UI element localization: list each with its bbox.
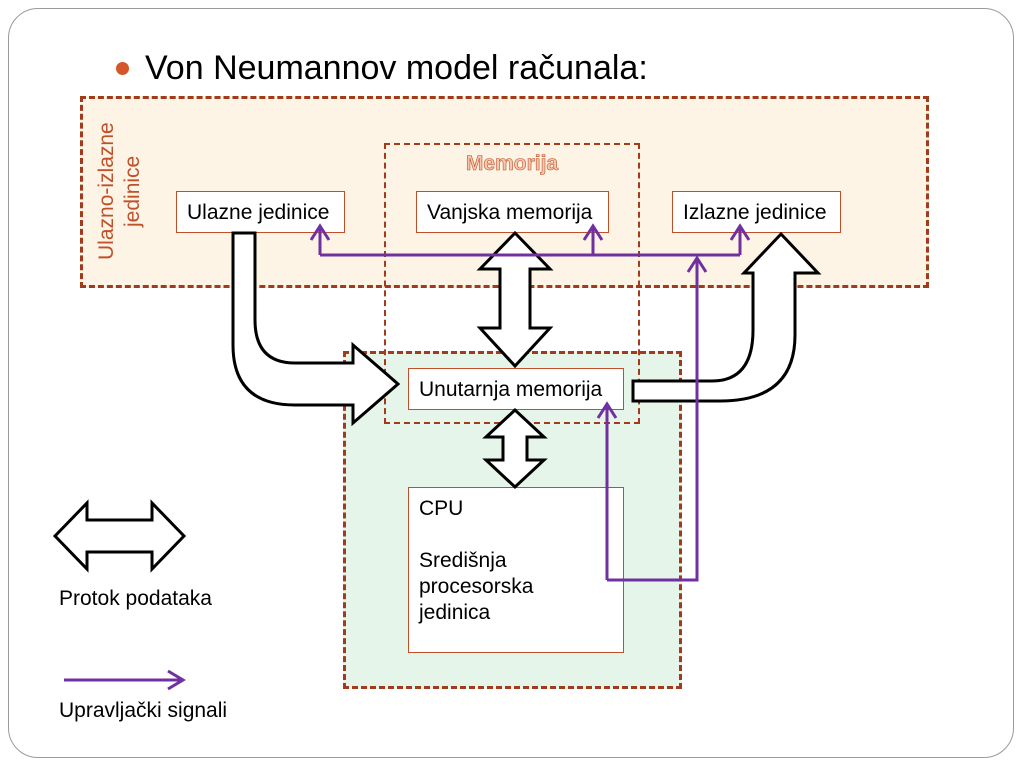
data-flow-arrow-output: [631, 231, 822, 403]
arrowhead-internal: [596, 401, 618, 419]
cpu-title: CPU: [419, 497, 464, 520]
input-units-box: Ulazne jedinice: [176, 191, 345, 233]
cpu-box: CPU Središnja procesorska jedinica: [408, 487, 624, 653]
slide-frame: [8, 8, 1014, 758]
arrowhead-output: [729, 223, 751, 241]
legend-data-flow-label: Protok podataka: [59, 587, 212, 610]
title-text: Von Neumannov model računala:: [145, 49, 648, 87]
data-flow-arrow-memory: [476, 230, 554, 369]
control-signal-lines: [309, 223, 751, 582]
slide-title: Von Neumannov model računala:: [116, 48, 648, 88]
cpu-desc-line-3: jedinica: [419, 601, 491, 624]
data-flow-arrow-input: [231, 231, 401, 427]
arrowhead-bus: [686, 255, 708, 273]
cpu-desc-line-2: procesorska: [419, 575, 534, 598]
data-flow-arrow-cpu: [482, 407, 548, 490]
cpu-desc-line-1: Središnja: [419, 549, 507, 572]
internal-memory-box: Unutarnja memorija: [408, 368, 624, 410]
memory-label: Memorija: [465, 152, 559, 176]
arrowhead-input: [309, 223, 331, 241]
legend-control-signal-label: Upravljački signali: [59, 699, 228, 722]
arrowhead-ext: [582, 223, 604, 241]
external-memory-box: Vanjska memorija: [416, 191, 609, 233]
legend-control-signal-icon: [64, 669, 186, 691]
bullet-icon: [116, 61, 129, 75]
legend-data-flow-icon: [52, 499, 187, 573]
control-signal-cpu-bus: [607, 258, 699, 582]
output-units-box: Izlazne jedinice: [672, 191, 841, 233]
